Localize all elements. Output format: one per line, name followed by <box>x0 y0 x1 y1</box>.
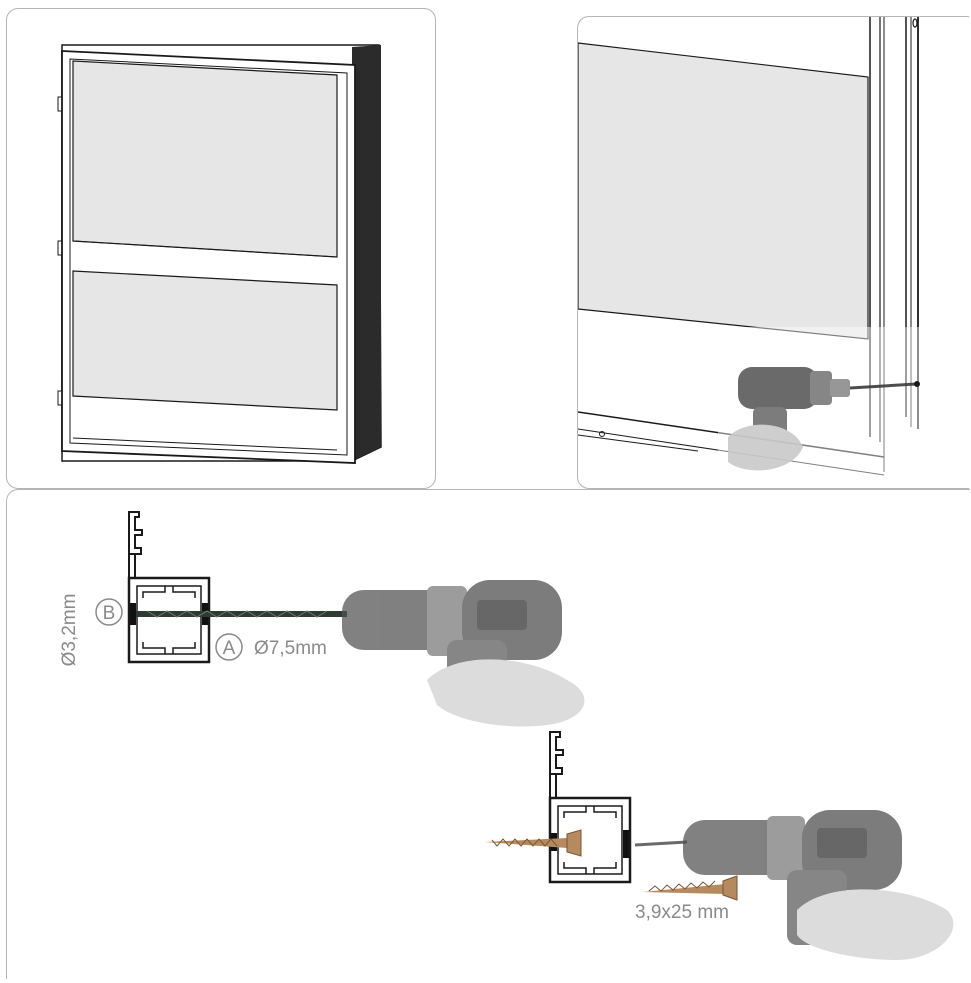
profile-drill-screw-diagram: Ø3,2mm B A Ø7,5mm <box>59 511 954 960</box>
loose-screw-icon <box>643 875 738 901</box>
lower-glass-pane <box>72 270 338 411</box>
marker-b-circle <box>95 598 123 626</box>
frame-drilling-illustration <box>578 17 948 487</box>
frame-profile-drilling <box>127 511 211 664</box>
screw-icon <box>485 829 582 857</box>
door-overview-panel <box>6 8 436 489</box>
drill-icon <box>728 367 917 471</box>
drill-icon <box>342 580 585 727</box>
marker-b-label: B <box>103 603 116 624</box>
diameter-b-label: Ø3,2mm <box>59 594 80 667</box>
door-frame-illustration <box>57 44 382 464</box>
diameter-a-label: Ø7,5mm <box>254 638 327 659</box>
glass-pane-closeup <box>578 42 869 340</box>
marker-a-circle <box>215 633 243 661</box>
frame-profile-screwing <box>548 731 632 884</box>
drill-bit-icon <box>136 610 347 618</box>
profile-instructions-panel: Ø3,2mm B A Ø7,5mm <box>6 489 970 979</box>
marker-a-label: A <box>223 638 236 659</box>
screw-size-label: 3,9x25 mm <box>635 902 729 923</box>
upper-glass-pane <box>72 60 338 258</box>
drill-icon <box>683 810 954 960</box>
frame-drilling-closeup-panel <box>577 16 969 489</box>
